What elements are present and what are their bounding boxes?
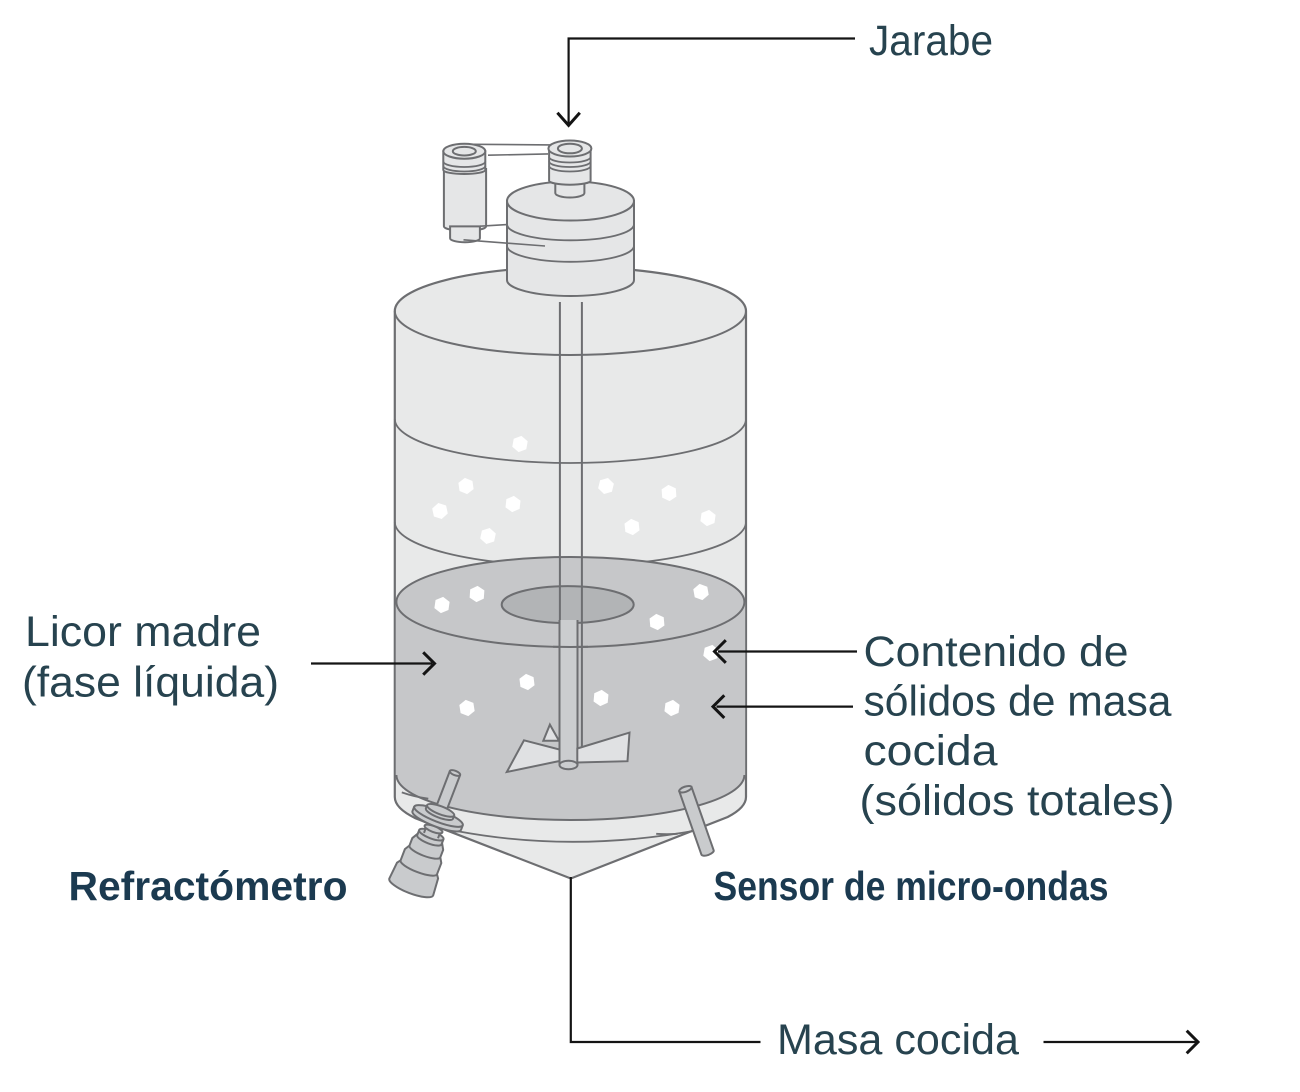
svg-text:(fase líquida): (fase líquida) xyxy=(22,659,279,707)
svg-text:Refractómetro: Refractómetro xyxy=(69,863,348,909)
svg-text:cocida: cocida xyxy=(864,727,998,775)
svg-text:sólidos de masa: sólidos de masa xyxy=(864,678,1172,726)
svg-text:Licor madre: Licor madre xyxy=(25,608,261,656)
svg-text:(sólidos totales): (sólidos totales) xyxy=(860,777,1175,825)
svg-text:Contenido de: Contenido de xyxy=(864,628,1129,676)
svg-text:Sensor de micro-ondas: Sensor de micro-ondas xyxy=(714,863,1109,909)
svg-text:Masa cocida: Masa cocida xyxy=(777,1016,1019,1064)
svg-text:Jarabe: Jarabe xyxy=(869,17,993,65)
